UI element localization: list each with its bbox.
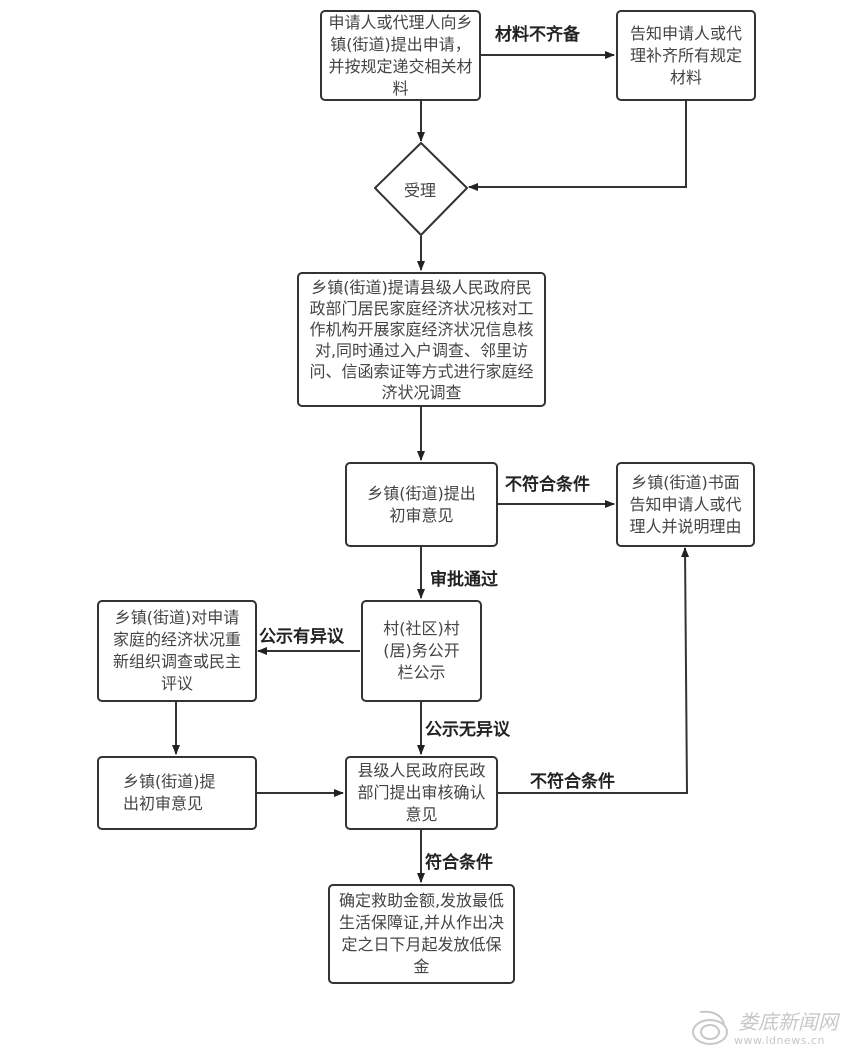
- node-county-review: 县级人民政府民政部门提出审核确认意见: [345, 756, 498, 830]
- arrow-county-to-notice: [498, 547, 690, 794]
- watermark: 娄底新闻网 www.ldnews.cn: [690, 1000, 840, 1055]
- node-initial-opinion-2-text: 乡镇(街道)提出初审意见: [123, 772, 216, 813]
- edge-label-incomplete-materials: 材料不齐备: [495, 25, 580, 45]
- node-initial-opinion: 乡镇(街道)提出初审意见: [345, 462, 498, 547]
- edge-label-not-qualified-1: 不符合条件: [505, 475, 590, 495]
- arrow-notify-to-accept: [468, 101, 687, 191]
- edge-label-objection: 公示有异议: [259, 627, 344, 647]
- edge-label-not-qualified-2: 不符合条件: [530, 772, 615, 792]
- accept-diamond: [374, 142, 468, 236]
- watermark-logo-icon: [692, 1010, 728, 1045]
- node-final-text: 确定救助金额,发放最低生活保障证,并从作出决定之日下月起发放低保金: [338, 891, 505, 976]
- watermark-url: www.ldnews.cn: [734, 1034, 825, 1047]
- node-initial-opinion-text: 乡镇(街道)提出初审意见: [367, 483, 476, 525]
- node-notify-supplement: 告知申请人或代理补齐所有规定材料: [616, 10, 756, 101]
- node-publicize-text: 村(社区)村(居)务公开栏公示: [383, 619, 460, 682]
- node-reinvestigate: 乡镇(街道)对申请家庭的经济状况重新组织调查或民主评议: [97, 600, 257, 702]
- node-initial-opinion-2: 乡镇(街道)提出初审意见: [97, 756, 257, 830]
- node-written-notice: 乡镇(街道)书面告知申请人或代理人并说明理由: [616, 462, 755, 547]
- node-apply: 申请人或代理人向乡镇(街道)提出申请，并按规定递交相关材料: [320, 10, 481, 101]
- node-reinvestigate-text: 乡镇(街道)对申请家庭的经济状况重新组织调查或民主评议: [112, 608, 241, 693]
- node-investigate-text: 乡镇(街道)提请县级人民政府民政部门居民家庭经济状况核对工作机构开展家庭经济状况…: [309, 277, 534, 402]
- node-apply-text: 申请人或代理人向乡镇(街道)提出申请，并按规定递交相关材料: [328, 12, 473, 98]
- node-notify-supplement-text: 告知申请人或代理补齐所有规定材料: [630, 23, 743, 87]
- edge-label-approved: 审批通过: [430, 570, 498, 590]
- node-publicize: 村(社区)村(居)务公开栏公示: [361, 600, 482, 702]
- node-accept-text: 受理: [404, 181, 437, 200]
- node-county-review-text: 县级人民政府民政部门提出审核确认意见: [357, 761, 486, 824]
- node-final: 确定救助金额,发放最低生活保障证,并从作出决定之日下月起发放低保金: [328, 884, 515, 984]
- watermark-name: 娄底新闻网: [738, 1010, 838, 1034]
- edge-label-qualified: 符合条件: [425, 853, 493, 873]
- node-investigate: 乡镇(街道)提请县级人民政府民政部门居民家庭经济状况核对工作机构开展家庭经济状况…: [297, 272, 546, 407]
- node-written-notice-text: 乡镇(街道)书面告知申请人或代理人并说明理由: [629, 472, 742, 536]
- edge-label-no-objection: 公示无异议: [425, 720, 510, 740]
